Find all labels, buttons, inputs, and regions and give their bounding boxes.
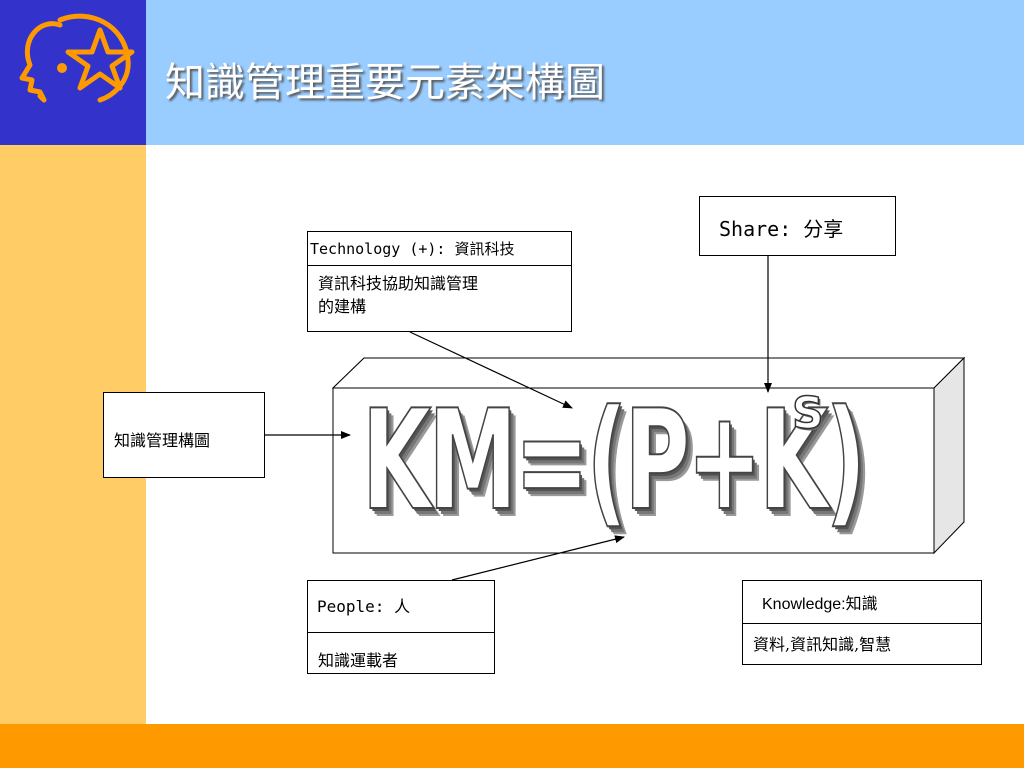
arrow-people [451,535,625,581]
structure-label: 知識管理構圖 [114,431,211,450]
formula-exponent: S [791,387,824,440]
logo-block [0,0,146,145]
km-formula: KM=(P+K) [361,380,867,541]
knowledge-box: Knowledge:知識 資料,資訊知識,智慧 [742,580,982,665]
knowledge-body: 資料,資訊知識,智慧 [753,635,892,654]
people-heading: People: 人 [308,581,494,633]
arrow-technology [409,331,573,409]
share-heading: Share: 分享 [719,217,844,241]
title-bar [146,0,1024,145]
knowledge-heading-zh: 知識 [845,594,878,613]
knowledge-heading: Knowledge:知識 [743,581,981,624]
technology-heading: Technology (+): 資訊科技 [308,232,571,266]
technology-body-line2: 的建構 [318,297,367,316]
structure-box: 知識管理構圖 [103,392,265,478]
technology-body-line1: 資訊科技協助知識管理 [318,274,479,293]
knowledge-heading-en: Knowledge: [762,596,846,613]
technology-box: Technology (+): 資訊科技 資訊科技協助知識管理 的建構 [307,231,572,332]
share-box: Share: 分享 [699,196,896,256]
slide-title: 知識管理重要元素架構圖 [165,60,605,106]
people-body: 知識運載者 [318,651,399,670]
people-box: People: 人 知識運載者 [307,580,495,674]
head-with-star-icon [19,13,135,103]
bottom-bar [0,724,1024,768]
